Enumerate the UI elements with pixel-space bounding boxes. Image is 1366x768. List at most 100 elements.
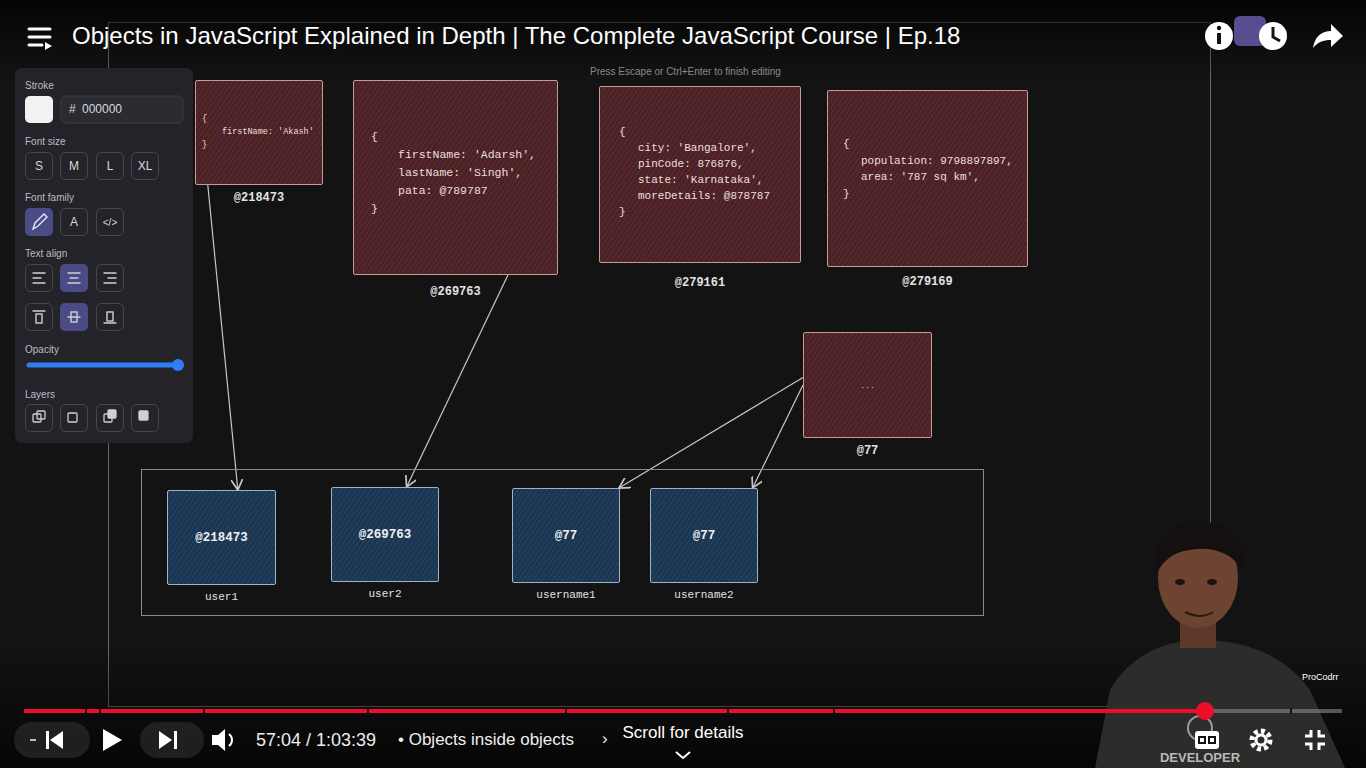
memory-address: @279161 <box>675 276 725 290</box>
stroke-swatch <box>25 96 53 123</box>
next-bar <box>174 731 177 749</box>
watch-later-icon <box>1259 22 1287 50</box>
stack-variable-box: @77username2 <box>650 488 758 583</box>
watermark: ProCodrr <box>1302 672 1339 682</box>
button <box>26 304 53 331</box>
control-pill <box>14 722 90 758</box>
icon-line <box>29 28 50 31</box>
icon-box <box>36 314 42 323</box>
prev-icon <box>50 731 63 749</box>
zoom-out <box>30 739 36 741</box>
code-line: pata: @789787 <box>398 182 488 200</box>
code-line: pinCode: 876876, <box>638 156 744 172</box>
heap-object-box: {firstName: 'Adarsh',lastName: 'Singh',p… <box>353 80 558 275</box>
heap-object-box: ...@77 <box>803 332 932 438</box>
gap <box>367 708 369 714</box>
active-button <box>60 303 88 331</box>
code-line: firstName: 'Adarsh', <box>398 146 536 164</box>
code-line: } <box>202 139 207 152</box>
progress-played <box>24 709 1205 713</box>
button <box>61 405 88 432</box>
stack-variable-box: @77username1 <box>512 488 620 583</box>
active-button <box>60 264 88 292</box>
shirt <box>1095 640 1345 768</box>
volume-wave <box>229 734 232 746</box>
heap-object-box: {population: 9798897897,area: '787 sq km… <box>827 90 1028 267</box>
canvas-frame <box>109 23 1211 707</box>
control-pill <box>140 722 204 758</box>
button <box>26 405 53 432</box>
reference-arrow <box>208 185 238 490</box>
reference-value: @218473 <box>195 531 248 545</box>
chapter-gaps <box>85 708 1292 714</box>
hex-value: 000000 <box>82 102 122 116</box>
settings-icon <box>1252 731 1270 749</box>
next-icon <box>159 731 172 749</box>
heap-object-box: {firstName: 'Akash'}@218473 <box>195 80 323 185</box>
settings-hub <box>1256 735 1266 745</box>
code-line: firstName: 'Akash' <box>222 126 314 139</box>
properties-panel <box>15 68 193 443</box>
size-button-label: L <box>107 159 114 173</box>
active-button <box>25 208 53 236</box>
code-line: city: 'Bangalore', <box>638 140 757 156</box>
reference-arrow <box>407 275 508 487</box>
variable-name: user1 <box>205 591 238 603</box>
icon-line <box>104 322 116 323</box>
gap <box>99 708 101 714</box>
align-icons <box>33 273 116 323</box>
reference-arrow <box>619 378 803 488</box>
variable-name: username2 <box>674 589 733 601</box>
icon-line <box>70 277 78 278</box>
memory-address: @218473 <box>234 191 284 205</box>
time-display: 57:04 / 1:03:39 <box>256 730 376 751</box>
button <box>97 265 124 292</box>
play-icon <box>103 729 122 751</box>
button <box>132 153 159 180</box>
variable-name: user2 <box>368 588 401 600</box>
captions-glyph <box>1199 737 1205 743</box>
button <box>97 405 124 432</box>
variable-name: username1 <box>536 589 595 601</box>
panel-heading: Text align <box>25 248 67 259</box>
icon-line <box>68 316 80 317</box>
code-line: lastName: 'Singh', <box>398 164 522 182</box>
icon-line <box>104 272 116 273</box>
share-icon <box>1313 24 1343 48</box>
button <box>97 209 124 236</box>
pencil-icon <box>33 214 47 229</box>
size-button-label: M <box>69 159 79 173</box>
panel-heading: Font family <box>25 192 74 203</box>
scroll-hint: Scroll for details <box>623 723 744 743</box>
button <box>61 153 88 180</box>
eye <box>1175 579 1185 585</box>
code-line: moreDetails: @878787 <box>638 188 770 204</box>
gap <box>203 708 205 714</box>
code-line: } <box>371 200 378 218</box>
memory-address: @279169 <box>902 275 952 289</box>
icon-line <box>104 282 116 283</box>
video-title: Objects in JavaScript Explained in Depth… <box>72 22 960 50</box>
icon-line <box>33 277 41 278</box>
panel-heading: Opacity <box>25 344 59 355</box>
button <box>97 153 124 180</box>
info-icon <box>1205 22 1233 50</box>
captions-icon <box>1195 731 1219 749</box>
gap <box>727 708 729 714</box>
bottom-gradient <box>0 640 1366 768</box>
code-line: { <box>619 124 626 140</box>
scroll-chevron <box>676 752 690 758</box>
slider-knob <box>172 359 184 371</box>
icon-box <box>107 312 113 321</box>
code-line: } <box>619 204 626 220</box>
icon-line <box>108 277 116 278</box>
icon-line <box>33 272 45 273</box>
icon-box <box>108 410 116 418</box>
reference-value: @269763 <box>359 528 412 542</box>
panel-heading: Layers <box>25 389 55 400</box>
scrubber <box>1196 702 1214 720</box>
font-button-label: </> <box>103 217 117 228</box>
hex-prefix: # <box>69 102 76 116</box>
icon-line <box>68 282 80 283</box>
